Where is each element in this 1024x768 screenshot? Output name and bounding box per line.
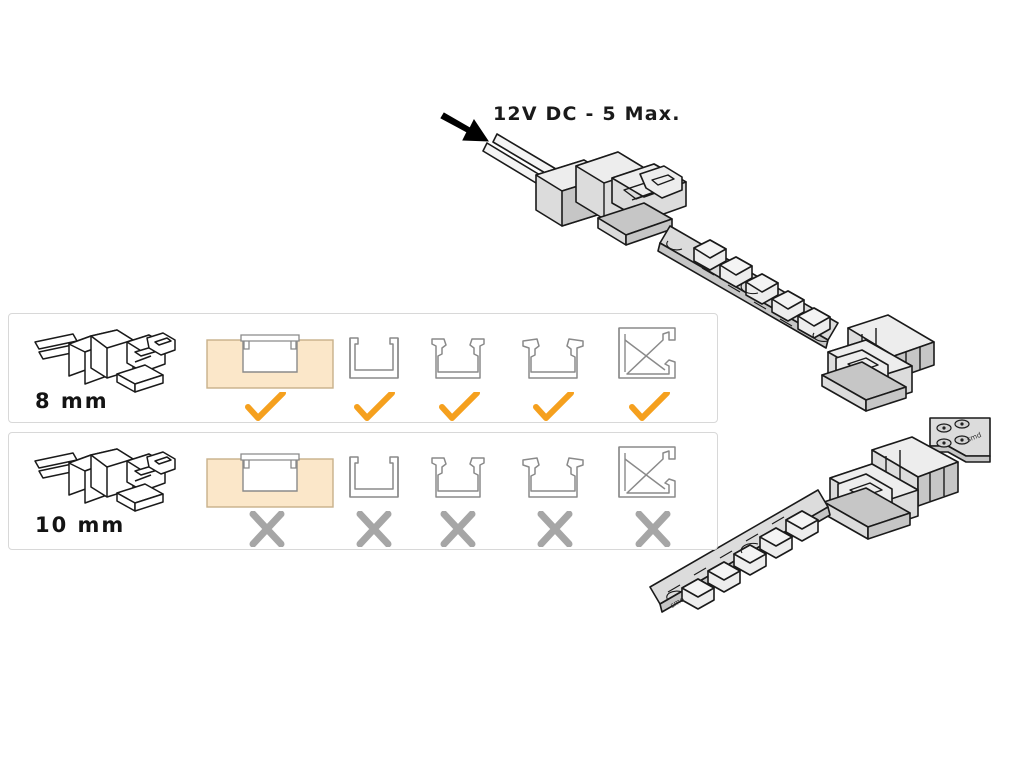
cross-mark-recessed-10mm [249, 511, 285, 547]
cross-mark-u-wide-10mm [537, 511, 573, 547]
strip-connector-10mm [34, 448, 176, 512]
profile-cell-u-plain-8mm [346, 336, 402, 392]
profile-cell-recessed-8mm [205, 332, 335, 394]
profile-cell-u-winged-8mm [426, 336, 490, 392]
winged-u-profile [431, 338, 485, 379]
profile-cell-u-plain-10mm [346, 455, 402, 511]
power-lead-connector [482, 133, 687, 246]
check-mark-recessed-8mm [245, 392, 286, 421]
recessed-profile [206, 334, 334, 389]
profile-cell-u-wide-10mm [517, 455, 589, 511]
compatibility-row-8mm: 8 mm [8, 313, 718, 423]
led-strip-upper [657, 225, 839, 349]
cross-mark-u-plain-10mm [356, 511, 392, 547]
check-mark-corner-8mm [629, 392, 670, 421]
check-mark-u-winged-8mm [439, 392, 480, 421]
strip-connector-8mm [34, 329, 176, 393]
led-strip-lower: smd [649, 489, 831, 613]
surface-u-profile [349, 456, 399, 498]
wide-winged-u-profile [522, 338, 584, 379]
profile-cell-corner-8mm [613, 326, 691, 396]
strip-to-strip-connector-closed [821, 314, 935, 412]
input-power-arrow [440, 112, 489, 142]
profile-cell-u-winged-10mm [426, 455, 490, 511]
cross-mark-corner-10mm [635, 511, 671, 547]
corner-profile [618, 327, 676, 379]
profile-cell-recessed-10mm [205, 451, 335, 513]
cross-mark-u-winged-10mm [440, 511, 476, 547]
strip-to-strip-connector-open [823, 436, 959, 540]
recessed-profile [206, 453, 334, 508]
wide-winged-u-profile [522, 457, 584, 498]
compatibility-row-10mm: 10 mm [8, 432, 718, 550]
check-mark-u-plain-8mm [354, 392, 395, 421]
voltage-rating-label: 12V DC - 5 Max. [493, 103, 681, 125]
size-label-8mm: 8 mm [35, 389, 109, 413]
corner-profile [618, 446, 676, 498]
profile-cell-u-wide-8mm [517, 336, 589, 392]
profile-cell-corner-10mm [613, 445, 691, 515]
winged-u-profile [431, 457, 485, 498]
surface-u-profile [349, 337, 399, 379]
size-label-10mm: 10 mm [35, 513, 126, 537]
check-mark-u-wide-8mm [533, 392, 574, 421]
